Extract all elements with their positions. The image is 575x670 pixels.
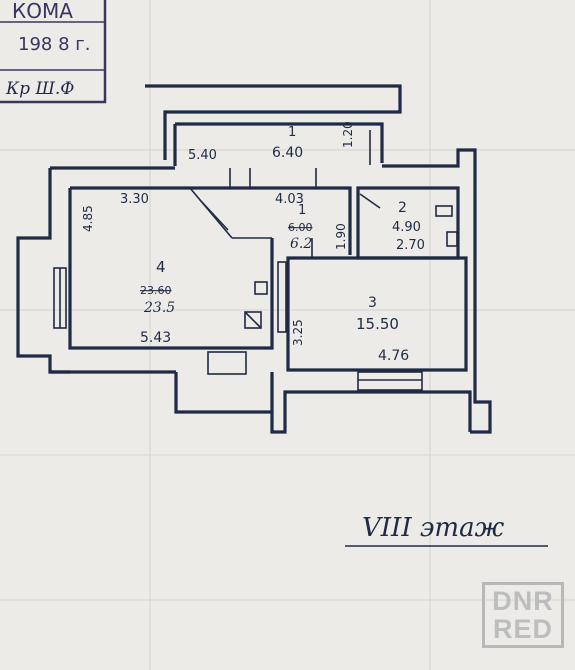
dim-4-03: 4.03 — [275, 192, 304, 207]
dnr-red-watermark: DNR RED — [482, 582, 564, 648]
room-2-area: 4.90 — [392, 220, 421, 235]
dim-1-90: 1.90 — [334, 223, 348, 250]
room-1b-area: 6.2 — [290, 236, 312, 252]
dim-4-85: 4.85 — [81, 205, 95, 232]
room-4-area-old: 23.60 — [140, 284, 172, 297]
stamp-line-1: КОМА — [12, 0, 73, 23]
room-3-number: 3 — [368, 295, 377, 311]
fixtures — [53, 130, 458, 391]
room-1b-number: 1 — [298, 203, 306, 218]
room-4-number: 4 — [156, 258, 166, 276]
dimension-labels: 5.40 1.20 3.30 4.03 4.85 1.90 2.70 3.25 … — [81, 121, 425, 364]
room-labels: 1 6.40 1 6.00 6.2 2 4.90 3 15.50 4 23.60… — [140, 125, 421, 333]
dim-2-70: 2.70 — [396, 238, 425, 253]
room-1-number: 1 — [288, 125, 296, 140]
floor-label: VIII этаж — [345, 513, 548, 547]
dim-3-30: 3.30 — [120, 192, 149, 207]
walls — [16, 84, 492, 434]
stamp-signature: Кр Ш.Ф — [5, 79, 74, 99]
watermark-line-1: DNR — [492, 586, 554, 616]
room-1-area: 6.40 — [272, 145, 303, 161]
stamp-line-2: 198 8 г. — [18, 34, 90, 55]
room-3-area: 15.50 — [356, 315, 399, 333]
dim-5-43: 5.43 — [140, 330, 171, 346]
dim-4-76: 4.76 — [378, 348, 409, 364]
room-2-number: 2 — [398, 200, 407, 216]
room-4-area: 23.5 — [143, 300, 175, 316]
dim-5-40: 5.40 — [188, 148, 217, 163]
dim-3-25: 3.25 — [291, 319, 305, 346]
watermark-line-2: RED — [492, 614, 553, 644]
dim-1-20: 1.20 — [341, 121, 355, 148]
registry-stamp: КОМА 198 8 г. Кр Ш.Ф — [0, 0, 107, 104]
room-1b-area-old: 6.00 — [288, 221, 313, 234]
floor-label-text: VIII этаж — [362, 513, 505, 543]
